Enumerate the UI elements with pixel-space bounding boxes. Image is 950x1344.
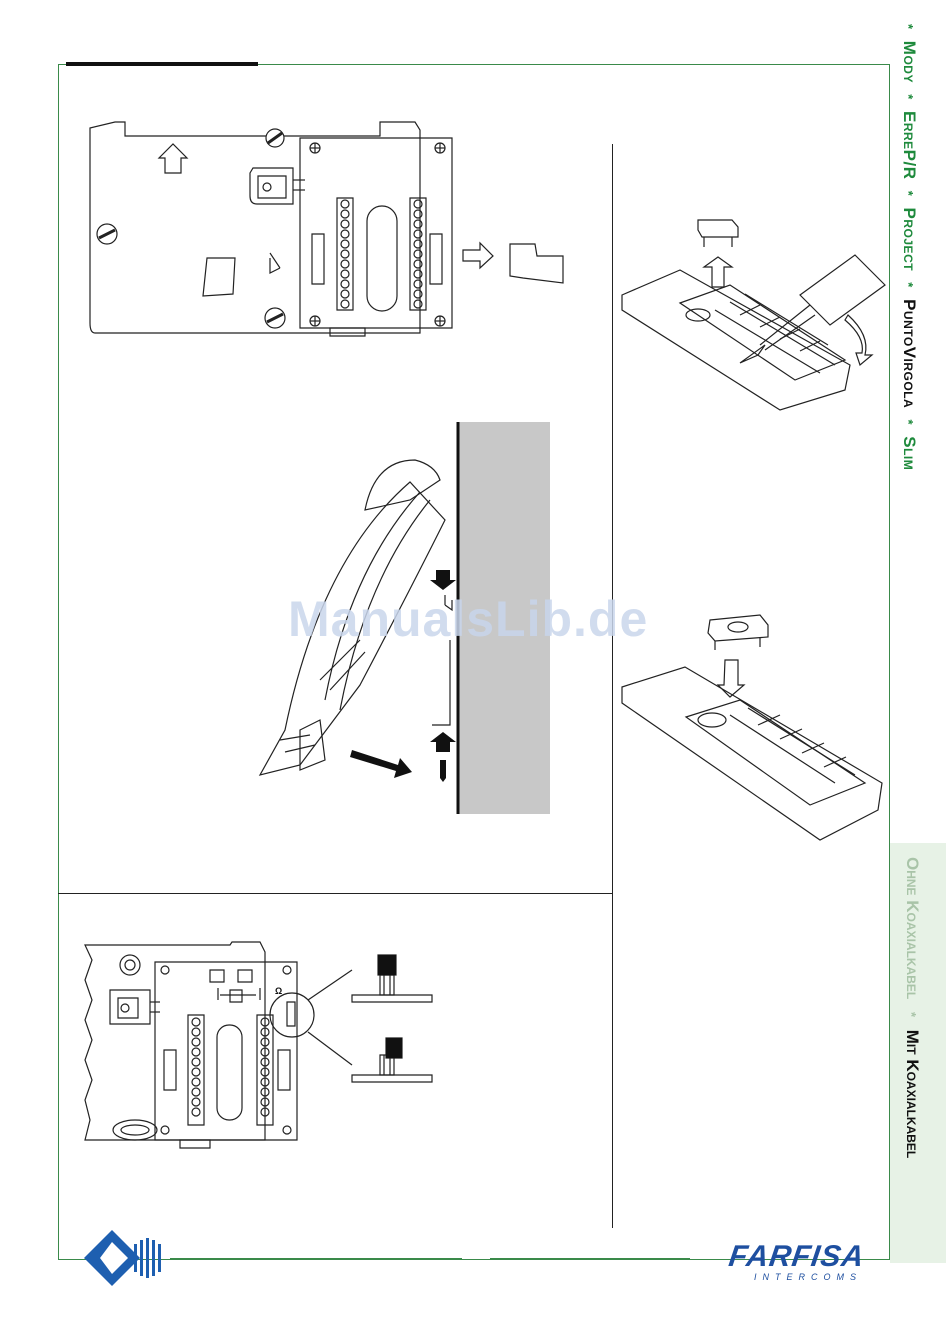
tab-mit-koaxialkabel[interactable]: Mit Koaxialkabel	[903, 1030, 922, 1159]
column-divider	[612, 144, 613, 1228]
brand-name: FARFISA	[726, 1240, 866, 1274]
watermark: ManualsLib.de	[288, 590, 648, 648]
nav-item-mody[interactable]: Mody	[900, 41, 919, 83]
nav-item-slim[interactable]: Slim	[900, 436, 919, 470]
header-rule	[66, 62, 258, 66]
nav-item-puntovirgola[interactable]: PuntoVirgola	[900, 299, 919, 408]
row-divider	[58, 893, 613, 894]
footer-rule-right	[490, 1258, 690, 1259]
bracket-board-figure	[85, 118, 475, 348]
footer-rule-left	[170, 1258, 462, 1259]
brand-subtitle: INTERCOMS	[754, 1272, 862, 1282]
farfisa-logo-mark	[82, 1228, 172, 1288]
cap-insertion-figure	[620, 605, 885, 845]
product-line-nav: * Mody * ErreP/R * Project * PuntoVirgol…	[893, 18, 933, 548]
nav-item-project[interactable]: Project	[900, 208, 919, 272]
cable-type-tab: Ohne Koaxialkabel * Mit Koaxialkabel	[890, 843, 946, 1263]
cap-removal-figure	[620, 215, 890, 415]
tab-ohne-koaxialkabel[interactable]: Ohne Koaxialkabel	[903, 857, 922, 999]
brand-logo: FARFISA INTERCOMS	[692, 1238, 872, 1284]
jumper-detail-figure: Ω	[80, 940, 440, 1155]
nav-item-errepr[interactable]: ErreP/R	[900, 111, 919, 180]
omega-label: Ω	[275, 986, 282, 996]
